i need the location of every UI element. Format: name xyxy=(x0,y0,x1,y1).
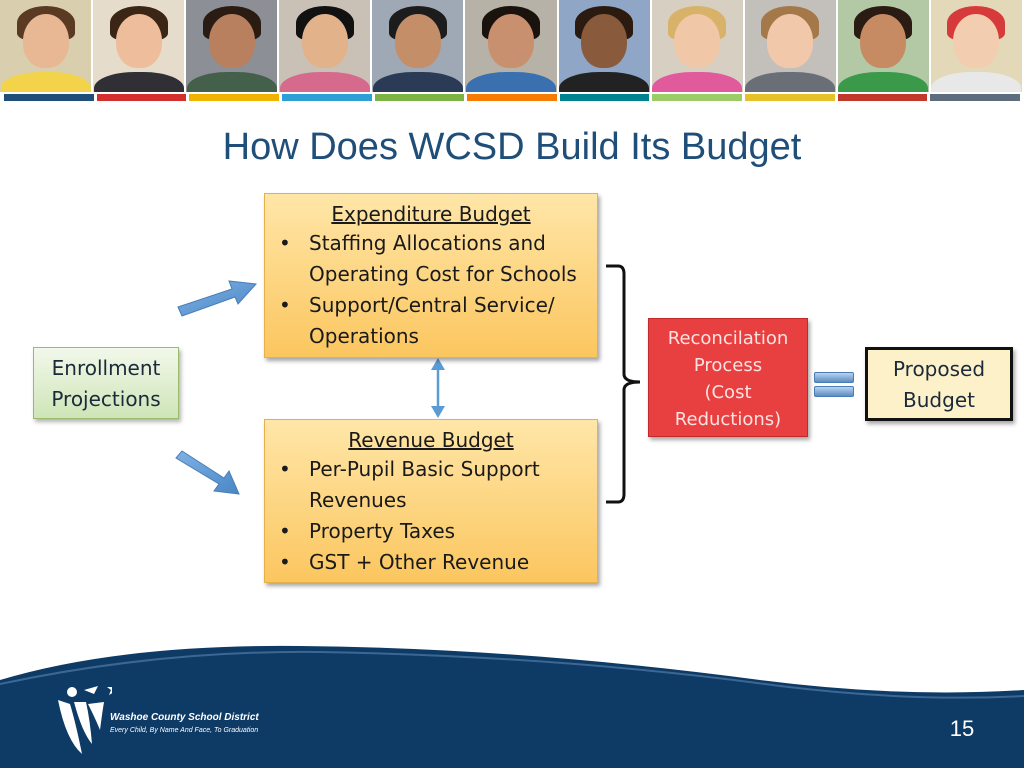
student-photo xyxy=(186,0,280,92)
student-photo xyxy=(558,0,652,92)
proposed-line-1: Proposed xyxy=(892,357,986,381)
student-photo xyxy=(651,0,745,92)
color-bar-segment xyxy=(467,94,557,101)
enrollment-line-2: Projections xyxy=(51,387,161,411)
slide-title: How Does WCSD Build Its Budget xyxy=(222,126,802,168)
reconciliation-line-1: Reconcilation xyxy=(667,328,789,349)
student-photo xyxy=(372,0,466,92)
district-logo-icon xyxy=(58,686,112,754)
bracket-brace xyxy=(606,264,641,504)
revenue-budget-box: Revenue Budget Per-Pupil Basic Support R… xyxy=(264,419,598,583)
reconciliation-line-2: Process xyxy=(693,355,763,376)
reconciliation-line-3: (Cost xyxy=(704,382,752,403)
student-photo xyxy=(837,0,931,92)
color-bar-segment xyxy=(745,94,835,101)
header-color-bars xyxy=(4,94,1021,101)
student-photo xyxy=(930,0,1024,92)
color-bar-segment xyxy=(652,94,743,101)
revenue-item: Per-Pupil Basic Support Revenues xyxy=(279,454,587,516)
revenue-heading: Revenue Budget xyxy=(348,428,514,452)
header-photo-strip xyxy=(0,0,1024,92)
arrow-to-expenditure xyxy=(177,280,258,317)
enrollment-projections-box: Enrollment Projections xyxy=(33,347,179,419)
expenditure-heading: Expenditure Budget xyxy=(331,202,531,226)
student-photo xyxy=(744,0,838,92)
color-bar-segment xyxy=(837,94,928,101)
revenue-item: GST + Other Revenue xyxy=(279,547,587,578)
footer-wave xyxy=(0,645,1024,768)
student-photo xyxy=(465,0,559,92)
equals-icon xyxy=(814,370,854,398)
proposed-line-2: Budget xyxy=(903,388,975,412)
color-bar-segment xyxy=(96,94,187,101)
reconciliation-line-4: Reductions) xyxy=(674,409,782,430)
color-bar-segment xyxy=(281,94,372,101)
student-photo xyxy=(0,0,94,92)
bidirectional-arrow xyxy=(431,358,445,418)
organization-tagline: Every Child, By Name And Face, To Gradua… xyxy=(110,727,259,734)
enrollment-line-1: Enrollment xyxy=(51,356,161,380)
color-bar-segment xyxy=(930,94,1021,101)
color-bar-segment xyxy=(4,94,94,101)
color-bar-segment xyxy=(559,94,650,101)
student-photo xyxy=(279,0,373,92)
organization-name: Washoe County School District xyxy=(110,712,259,723)
revenue-item: Property Taxes xyxy=(279,516,587,547)
expenditure-item: Support/Central Service/ Operations xyxy=(279,290,587,352)
proposed-budget-box: Proposed Budget xyxy=(865,347,1013,421)
color-bar-segment xyxy=(374,94,465,101)
color-bar-segment xyxy=(189,94,279,101)
reconciliation-process-box: Reconcilation Process (Cost Reductions) xyxy=(648,318,808,437)
arrow-to-revenue xyxy=(175,450,240,495)
expenditure-item: Staffing Allocations and Operating Cost … xyxy=(279,228,587,290)
page-number: 15 xyxy=(949,716,975,741)
expenditure-budget-box: Expenditure Budget Staffing Allocations … xyxy=(264,193,598,358)
student-photo xyxy=(93,0,187,92)
